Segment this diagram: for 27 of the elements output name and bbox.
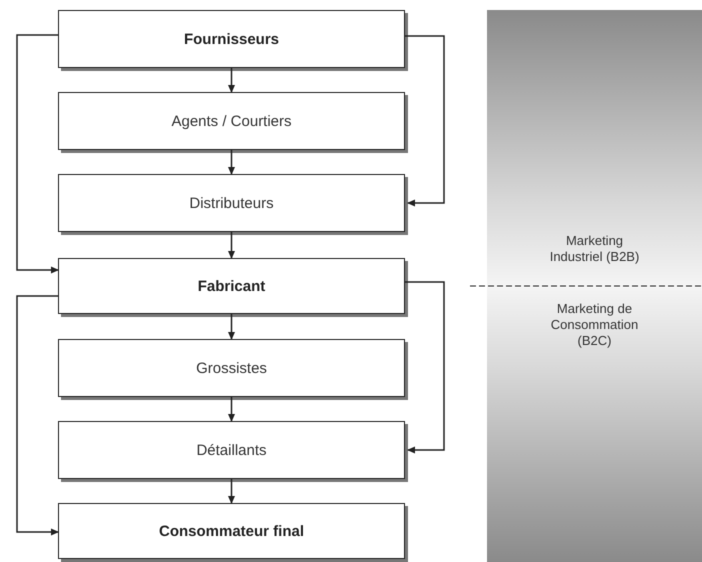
box-label: Agents / Courtiers — [171, 112, 292, 130]
box-label: Grossistes — [196, 360, 267, 376]
arrow — [228, 68, 235, 93]
gradient-band — [487, 10, 702, 562]
process-box — [58, 258, 405, 314]
arrow — [16, 34, 59, 274]
arrow — [405, 35, 445, 206]
segment-label: Marketing de Consommation (B2C) — [550, 301, 640, 349]
process-box — [58, 174, 405, 232]
box-label: Fabricant — [198, 278, 266, 294]
process-box — [58, 10, 405, 68]
arrow — [228, 232, 235, 259]
arrow — [228, 479, 235, 504]
process-box — [58, 503, 405, 559]
box-label: Détaillants — [196, 442, 267, 458]
box-label: Distributeurs — [189, 194, 274, 212]
segment-label: Marketing Industriel (B2B) — [548, 233, 640, 265]
arrow — [228, 150, 235, 175]
box-label: Fournisseurs — [184, 30, 280, 48]
arrow — [228, 314, 235, 340]
box-label: Consommateur final — [158, 522, 304, 540]
arrow — [228, 397, 235, 422]
arrow — [405, 281, 445, 454]
process-box — [58, 92, 405, 150]
arrow — [16, 295, 59, 536]
process-box — [58, 421, 405, 479]
process-box — [58, 339, 405, 397]
